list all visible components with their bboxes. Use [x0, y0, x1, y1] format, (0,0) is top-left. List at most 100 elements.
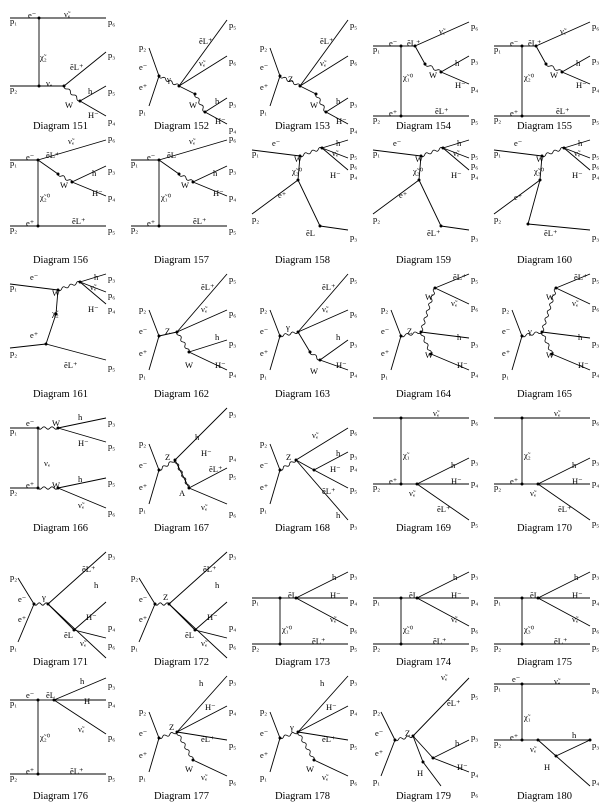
- particle-line: [313, 759, 349, 777]
- particle-line: [539, 155, 543, 181]
- vertex: [36, 224, 40, 228]
- diagram-caption: Diagram 169: [395, 523, 452, 534]
- particle-label: e⁻: [260, 326, 269, 336]
- particle-line: [45, 313, 57, 345]
- particle-label: p₆: [592, 684, 599, 694]
- vertex: [36, 772, 40, 776]
- boson-propagator: [279, 459, 297, 471]
- vertex: [72, 628, 76, 632]
- particle-label: p₁: [10, 158, 17, 168]
- particle-label: H⁻: [207, 612, 218, 622]
- boson-propagator: [158, 75, 180, 87]
- vertex: [413, 44, 417, 48]
- particle-label: h: [578, 138, 583, 148]
- particle-label: p₂: [10, 224, 17, 234]
- particle-line: [527, 179, 541, 225]
- particle-label: p₅: [350, 740, 357, 750]
- particle-label: p₂: [10, 84, 17, 94]
- particle-label: p₁: [260, 504, 267, 514]
- particle-line: [442, 147, 470, 159]
- vertex: [167, 602, 171, 606]
- diagram-caption: Diagram 166: [32, 523, 89, 534]
- particle-line: [537, 457, 591, 485]
- particle-label: p₂: [10, 486, 17, 496]
- particle-label: p₂: [139, 438, 146, 448]
- vertex: [296, 178, 300, 182]
- particle-label: p₃: [592, 338, 599, 348]
- particle-label: p₁: [139, 504, 146, 514]
- particle-line: [269, 309, 281, 337]
- particle-label: e⁻: [512, 674, 521, 684]
- particle-label: p₂: [494, 114, 501, 124]
- particle-label: H⁻: [451, 476, 462, 486]
- particle-line: [380, 711, 396, 741]
- particle-label: p₁: [252, 148, 259, 158]
- particle-label: p₂: [260, 304, 267, 314]
- particle-label: e⁺: [147, 218, 156, 228]
- particle-label: e⁺: [510, 108, 519, 118]
- particle-label: p₃: [108, 680, 115, 690]
- particle-label: p₁: [139, 772, 146, 782]
- particle-label: W: [546, 292, 554, 302]
- boson-propagator: [315, 93, 327, 113]
- particle-line: [555, 755, 591, 787]
- vertex: [520, 114, 524, 118]
- particle-line: [416, 597, 470, 627]
- particle-line: [194, 601, 228, 631]
- boson-propagator: [521, 331, 543, 338]
- particle-label: h: [320, 678, 325, 688]
- vertex: [37, 16, 41, 20]
- particle-label: h: [215, 96, 220, 106]
- particle-label: W: [185, 360, 193, 370]
- particle-line: [45, 343, 107, 361]
- particle-label: p₄: [108, 116, 115, 126]
- boson-propagator: [299, 147, 323, 157]
- particle-line: [390, 309, 402, 337]
- particle-label: W: [294, 154, 302, 164]
- diagram-caption: Diagram 151: [32, 121, 89, 132]
- particle-label: p₃: [592, 232, 599, 242]
- particle-label: p₂: [260, 42, 267, 52]
- particle-label: p₁: [131, 642, 138, 652]
- particle-line: [295, 427, 349, 461]
- particle-label: e⁺: [389, 108, 398, 118]
- vertex: [439, 224, 443, 228]
- diagram-caption: Diagram 161: [32, 389, 89, 400]
- particle-line: [420, 331, 470, 339]
- particle-label: p₆: [350, 160, 357, 170]
- particle-label: ν̃ₑ: [201, 638, 208, 648]
- particle-label: ẽL⁺: [72, 216, 86, 226]
- particle-label: p₂: [10, 772, 17, 782]
- vertex: [56, 486, 60, 490]
- particle-label: ẽL⁺: [203, 564, 217, 574]
- particle-line: [269, 75, 281, 107]
- boson-propagator: [541, 147, 565, 157]
- particle-label: p₆: [471, 788, 478, 798]
- boson-propagator: [279, 331, 299, 338]
- particle-label: p₃: [229, 550, 236, 560]
- particle-label: e⁺: [514, 192, 523, 202]
- particle-line: [148, 47, 160, 77]
- particle-label: p₁: [494, 596, 501, 606]
- boson-propagator: [420, 147, 444, 157]
- particle-label: Z: [169, 722, 174, 732]
- particle-line: [73, 629, 107, 639]
- particle-line: [204, 111, 228, 125]
- particle-label: Z: [165, 452, 170, 462]
- particle-label: p₁: [502, 370, 509, 380]
- vertex: [554, 286, 558, 290]
- particle-label: p₃: [108, 417, 115, 427]
- particle-label: e⁺: [278, 190, 287, 200]
- particle-label: p₄: [350, 706, 357, 716]
- particle-label: h: [574, 572, 579, 582]
- particle-label: p₂: [131, 572, 138, 582]
- diagram-caption: Diagram 178: [274, 791, 331, 802]
- vertex: [320, 146, 324, 150]
